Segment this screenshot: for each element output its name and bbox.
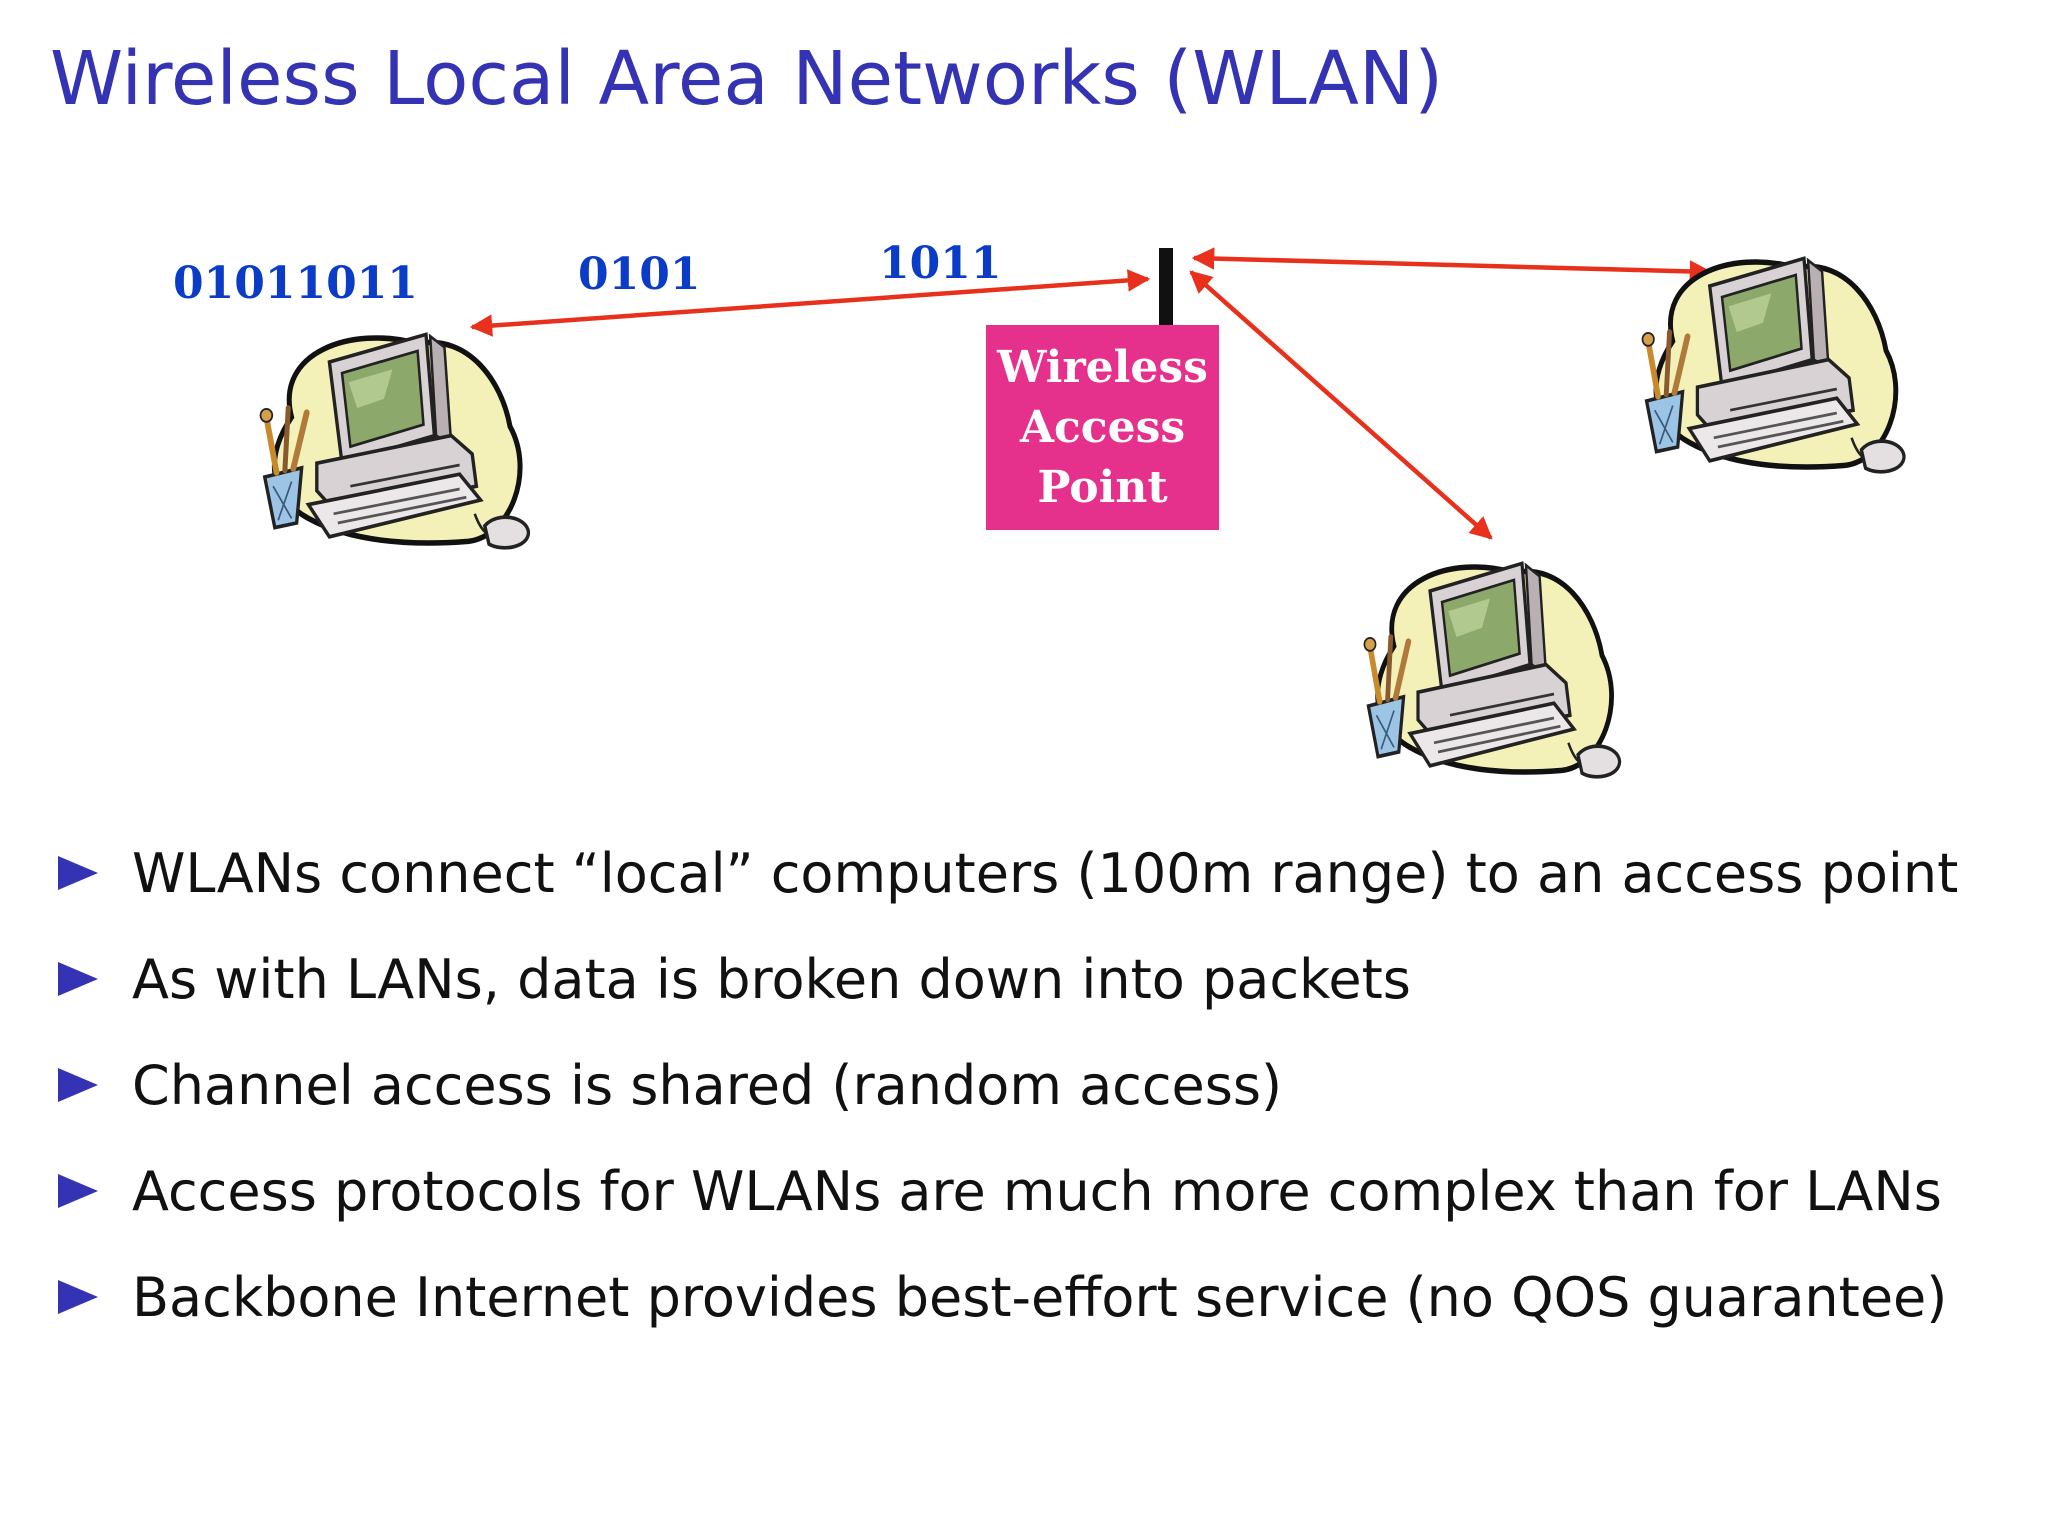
access-point-label-line: Wireless xyxy=(997,341,1208,393)
bit-label-first-half: 0101 xyxy=(578,249,701,300)
bit-label-full: 01011011 xyxy=(173,258,418,309)
computer-icon xyxy=(1364,563,1619,776)
antenna-icon xyxy=(1159,248,1173,328)
wlan-diagram: 01011011 0101 1011 Wireless Access Point xyxy=(0,238,2048,800)
triangle-bullet-icon xyxy=(58,1280,98,1314)
triangle-bullet-icon xyxy=(58,1174,98,1208)
slide-title: Wireless Local Area Networks (WLAN) xyxy=(50,36,1444,122)
bullet-text: WLANs connect “local” computers (100m ra… xyxy=(132,842,1959,905)
list-item: As with LANs, data is broken down into p… xyxy=(0,944,2048,1050)
triangle-bullet-icon xyxy=(58,1068,98,1102)
access-point-label-line: Point xyxy=(1037,461,1168,513)
list-item: Channel access is shared (random access) xyxy=(0,1050,2048,1156)
bit-label-second-half: 1011 xyxy=(879,238,1002,289)
access-point-label-line: Access xyxy=(1019,401,1186,453)
link-ap-to-right-computer xyxy=(1191,247,1713,283)
link-ap-to-bottom-computer xyxy=(1189,270,1493,540)
list-item: WLANs connect “local” computers (100m ra… xyxy=(0,838,2048,944)
bullet-text: Backbone Internet provides best-effort s… xyxy=(132,1266,1948,1329)
list-item: Access protocols for WLANs are much more… xyxy=(0,1156,2048,1262)
triangle-bullet-icon xyxy=(58,856,98,890)
bullet-text: As with LANs, data is broken down into p… xyxy=(132,948,1411,1011)
link-ap-to-left-computer xyxy=(469,269,1151,337)
computer-icon xyxy=(261,334,529,547)
triangle-bullet-icon xyxy=(58,962,98,996)
diagram-canvas xyxy=(0,247,2048,800)
bullet-text: Channel access is shared (random access) xyxy=(132,1054,1283,1117)
computer-icon xyxy=(1642,258,1904,471)
bullet-list: WLANs connect “local” computers (100m ra… xyxy=(0,838,2048,1368)
list-item: Backbone Internet provides best-effort s… xyxy=(0,1262,2048,1368)
access-point-box: Wireless Access Point xyxy=(986,325,1219,530)
bullet-text: Access protocols for WLANs are much more… xyxy=(132,1160,1942,1223)
